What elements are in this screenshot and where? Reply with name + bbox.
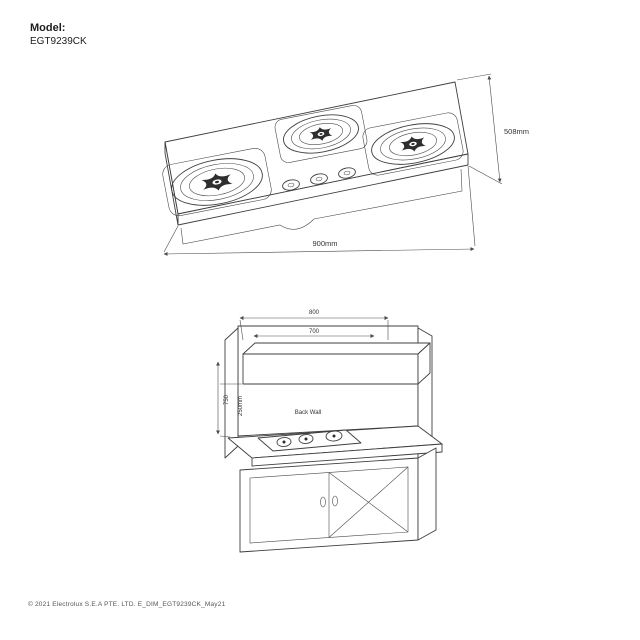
- width-dim-label: 900mm: [312, 239, 337, 248]
- base-cabinet: [239, 447, 437, 553]
- burner-left: [162, 147, 272, 217]
- left-height-label: 750: [224, 394, 230, 405]
- top-width-label: 800: [309, 310, 320, 316]
- installation-svg: Back Wall 800: [216, 310, 443, 553]
- hob-base-tray: [180, 168, 463, 245]
- burner-right: [362, 112, 464, 176]
- wall-clearance-label: 250mm: [238, 396, 244, 416]
- model-number: EGT9239CK: [30, 35, 87, 47]
- burner-middle: [274, 105, 368, 163]
- dimension-cabinet-width: 700: [253, 329, 375, 338]
- hob-drawing-svg: 508mm 900mm: [162, 73, 529, 256]
- dimension-width: 900mm: [163, 165, 476, 256]
- back-wall-label: Back Wall: [295, 410, 321, 416]
- control-knobs: [282, 167, 356, 191]
- hob-left-edge: [164, 141, 179, 226]
- door-handle-right: [332, 495, 338, 507]
- hob-dimension-diagram: 508mm 900mm: [125, 62, 535, 272]
- depth-dim-label: 508mm: [504, 127, 529, 136]
- dimension-depth: 508mm: [456, 73, 529, 185]
- dimension-left-height: 750 250mm: [216, 361, 244, 438]
- door-handle-left: [320, 496, 326, 508]
- installation-diagram: Back Wall 800: [178, 296, 468, 591]
- overhead-cabinet: [242, 342, 431, 385]
- model-block: Model: EGT9239CK: [30, 22, 87, 48]
- model-label: Model:: [30, 22, 66, 34]
- cabinet-width-label: 700: [309, 329, 320, 335]
- footer-text: © 2021 Electrolux S.E.A PTE. LTD. E_DIM_…: [28, 601, 226, 608]
- hob-on-counter: [257, 429, 362, 452]
- dimension-top-width: 800: [239, 310, 389, 341]
